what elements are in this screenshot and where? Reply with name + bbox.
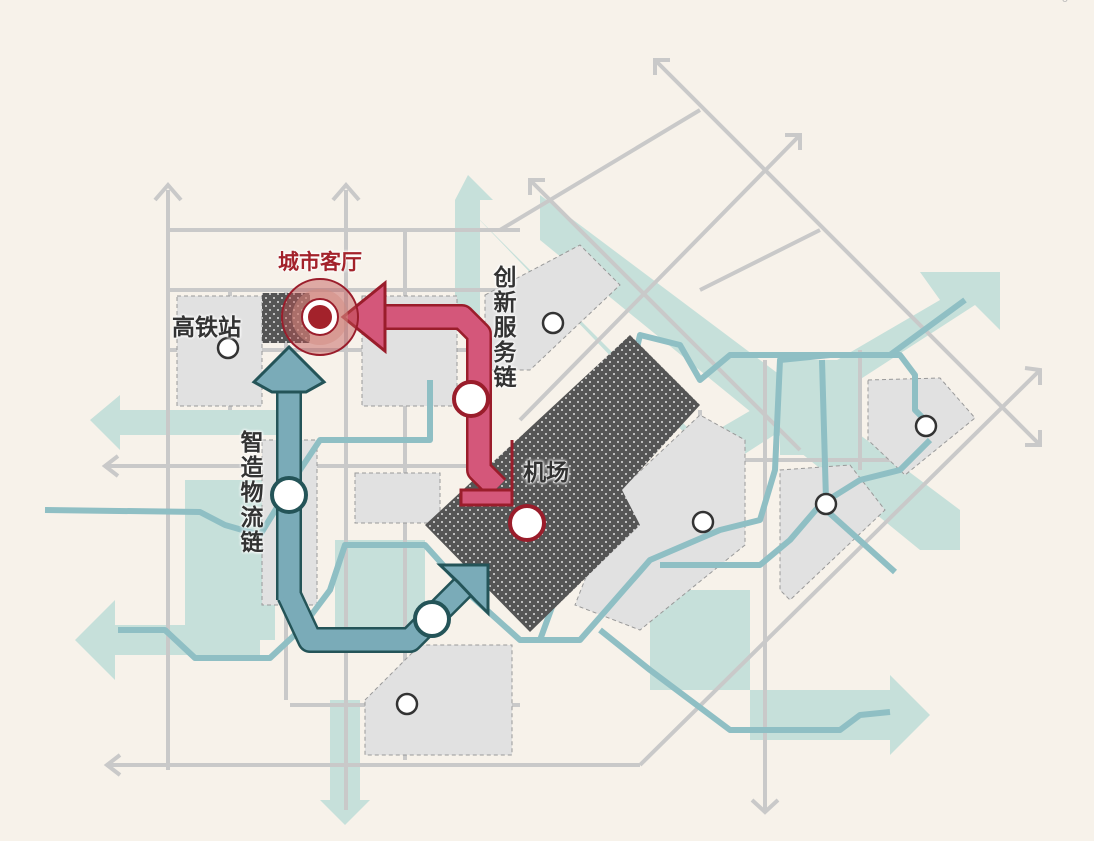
logistics-hub-node <box>270 476 308 514</box>
hub-nodes <box>270 380 546 638</box>
innovation-service-chain-label: 创新服务链 <box>489 265 515 390</box>
city-hall-marker <box>281 278 359 356</box>
rail-station-label: 高铁站 <box>172 315 241 341</box>
station-node <box>914 414 938 438</box>
airport-hub-node <box>508 504 546 542</box>
station-nodes <box>216 311 938 716</box>
station-node <box>541 311 565 335</box>
city-hall-label: 城市客厅 <box>278 250 362 274</box>
logistics-hub-node <box>413 600 451 638</box>
service-hub-node <box>452 380 490 418</box>
station-node <box>814 492 838 516</box>
station-node <box>691 510 715 534</box>
airport-zone <box>425 335 700 632</box>
station-node <box>395 692 419 716</box>
airport-label: 机场 <box>523 460 569 486</box>
station-node <box>216 336 240 360</box>
logistics-chain-label: 智造物流链 <box>236 430 262 555</box>
corner-mark: o <box>1062 0 1068 5</box>
service-chain-arrow <box>340 279 514 507</box>
